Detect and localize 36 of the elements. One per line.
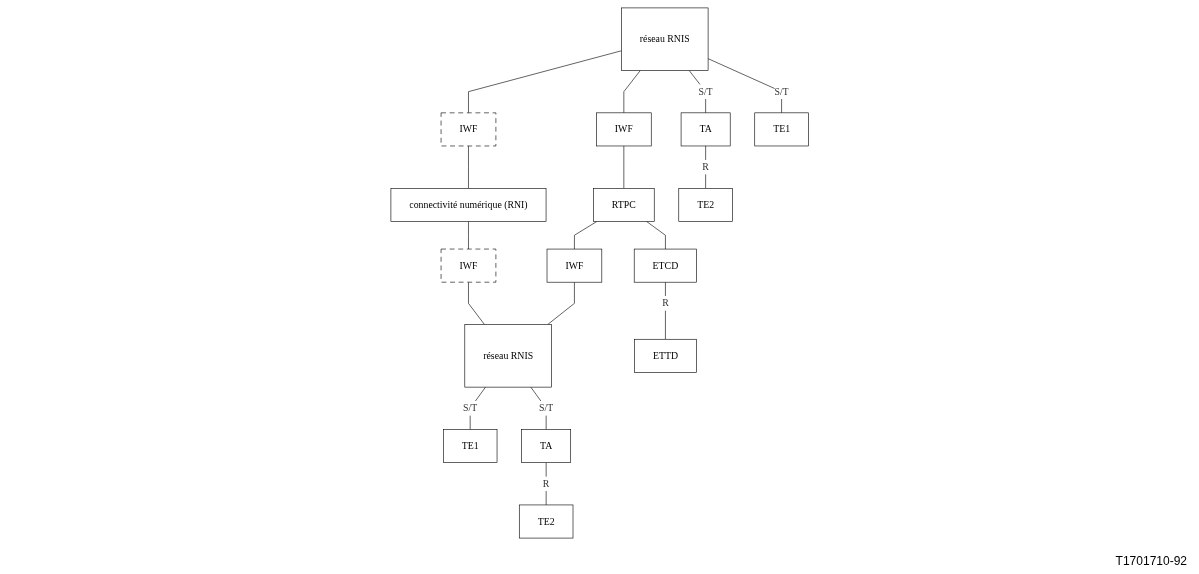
connector <box>664 281 666 340</box>
connector <box>623 69 641 113</box>
node-box: IWF <box>440 248 496 282</box>
edge-label: R <box>542 477 550 489</box>
node-box: TE1 <box>754 112 809 146</box>
node-box: TE1 <box>442 428 498 463</box>
node-box: IWF <box>595 112 652 146</box>
connector <box>646 220 666 249</box>
connector <box>468 220 469 249</box>
node-box: TA <box>521 428 571 463</box>
node-box: ETTD <box>634 338 697 373</box>
connector <box>705 145 706 189</box>
node-box: ETCD <box>633 248 697 282</box>
node-box: IWF <box>440 112 496 146</box>
edge-label: S/T <box>538 402 554 413</box>
node-box: RTPC <box>592 187 655 222</box>
edge-label: S/T <box>698 85 713 97</box>
node-box: IWF <box>546 248 602 282</box>
connector <box>468 145 469 189</box>
node-box: réseau RNIS <box>464 323 552 387</box>
edge-label: R <box>661 297 669 308</box>
node-box: TA <box>680 112 731 146</box>
edge-label: S/T <box>774 85 789 97</box>
connector <box>468 281 485 325</box>
edge-label: R <box>702 161 709 172</box>
figure-id-label: T1701710-92 <box>1115 554 1187 568</box>
node-box: réseau RNIS <box>620 7 709 71</box>
node-box: TE2 <box>518 504 574 538</box>
node-box: connectivité numérique (RNI) <box>390 187 547 222</box>
connector <box>547 281 575 325</box>
connector <box>688 69 706 113</box>
connector <box>707 57 782 113</box>
connector <box>468 50 622 113</box>
connector <box>573 220 597 249</box>
edge-label: S/T <box>462 402 478 413</box>
node-box: TE2 <box>678 187 733 222</box>
